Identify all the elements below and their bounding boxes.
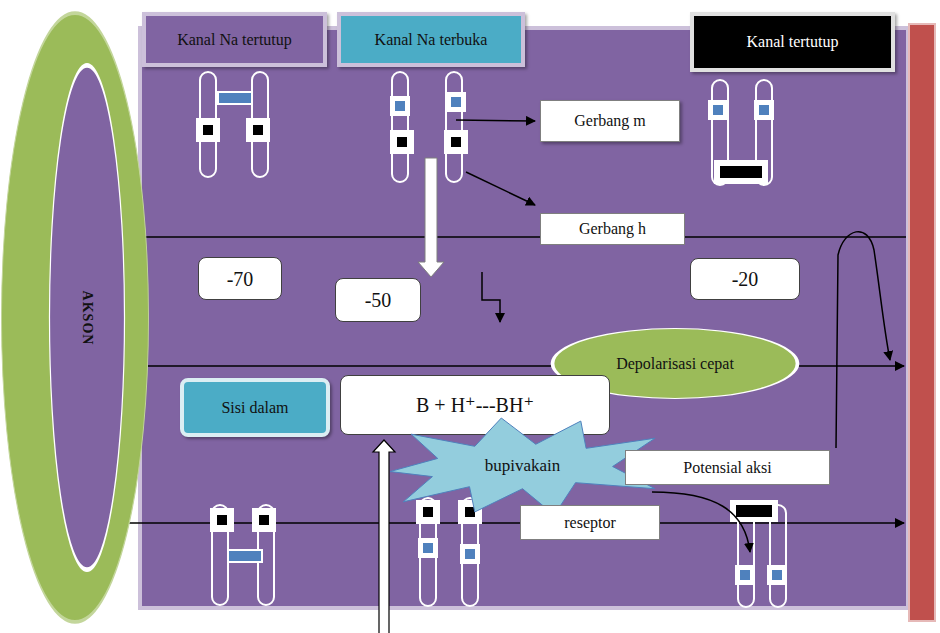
side-label: Sisi dalam <box>180 378 330 437</box>
receptor-box: reseptor <box>520 505 660 540</box>
voltage-label: -50 <box>335 278 421 322</box>
leader-arrow <box>456 120 535 121</box>
axon-ellipse: AKSON <box>0 10 150 625</box>
spike-curve <box>836 232 890 448</box>
node-text: Kanal Na terbuka <box>375 30 488 49</box>
membrane-ground <box>140 28 908 608</box>
membrane-line <box>130 236 906 238</box>
node-text: Kanal Na tertutup <box>177 30 292 49</box>
leader-arrow <box>466 172 535 205</box>
red-bar <box>909 24 935 621</box>
voltage-label: -20 <box>690 258 800 300</box>
channel-label: Kanal Na terbuka <box>337 12 525 67</box>
channel-label: Kanal Na tertutup <box>142 12 327 67</box>
annotation-box: Potensial aksi <box>625 450 830 485</box>
gate-label: Gerbang m <box>540 100 680 142</box>
elbow-arrow <box>482 272 500 322</box>
node-text: Kanal tertutup <box>747 32 839 51</box>
node-text: -20 <box>732 267 759 291</box>
node-text: Gerbang m <box>574 111 646 130</box>
drug-starburst: bupivakain <box>390 416 655 517</box>
node-text: bupivakain <box>485 456 561 476</box>
node-text: -70 <box>227 267 254 291</box>
gate-label: Gerbang h <box>540 213 685 245</box>
sodium-channel <box>210 505 276 605</box>
sodium-channel <box>730 500 787 607</box>
sodium-channel <box>196 72 270 177</box>
node-text: reseptor <box>564 513 616 532</box>
sodium-channel <box>416 498 482 606</box>
node-text: Gerbang h <box>579 219 646 238</box>
node-text: Sisi dalam <box>221 398 288 417</box>
voltage-label: -70 <box>198 257 282 300</box>
node-text: Depolarisasi cepat <box>616 354 734 373</box>
node-text: -50 <box>365 288 392 312</box>
diffusion-arrow <box>373 440 395 633</box>
binding-arrow <box>652 492 750 552</box>
node-text: B + H⁺---BH⁺ <box>416 393 534 417</box>
node-text: AKSON <box>79 290 96 345</box>
ion-flow-arrow <box>418 158 444 277</box>
node-text: Potensial aksi <box>683 458 771 477</box>
channel-label: Kanal tertutup <box>690 12 895 72</box>
sodium-channel <box>708 80 774 185</box>
axon-outline <box>0 10 150 625</box>
